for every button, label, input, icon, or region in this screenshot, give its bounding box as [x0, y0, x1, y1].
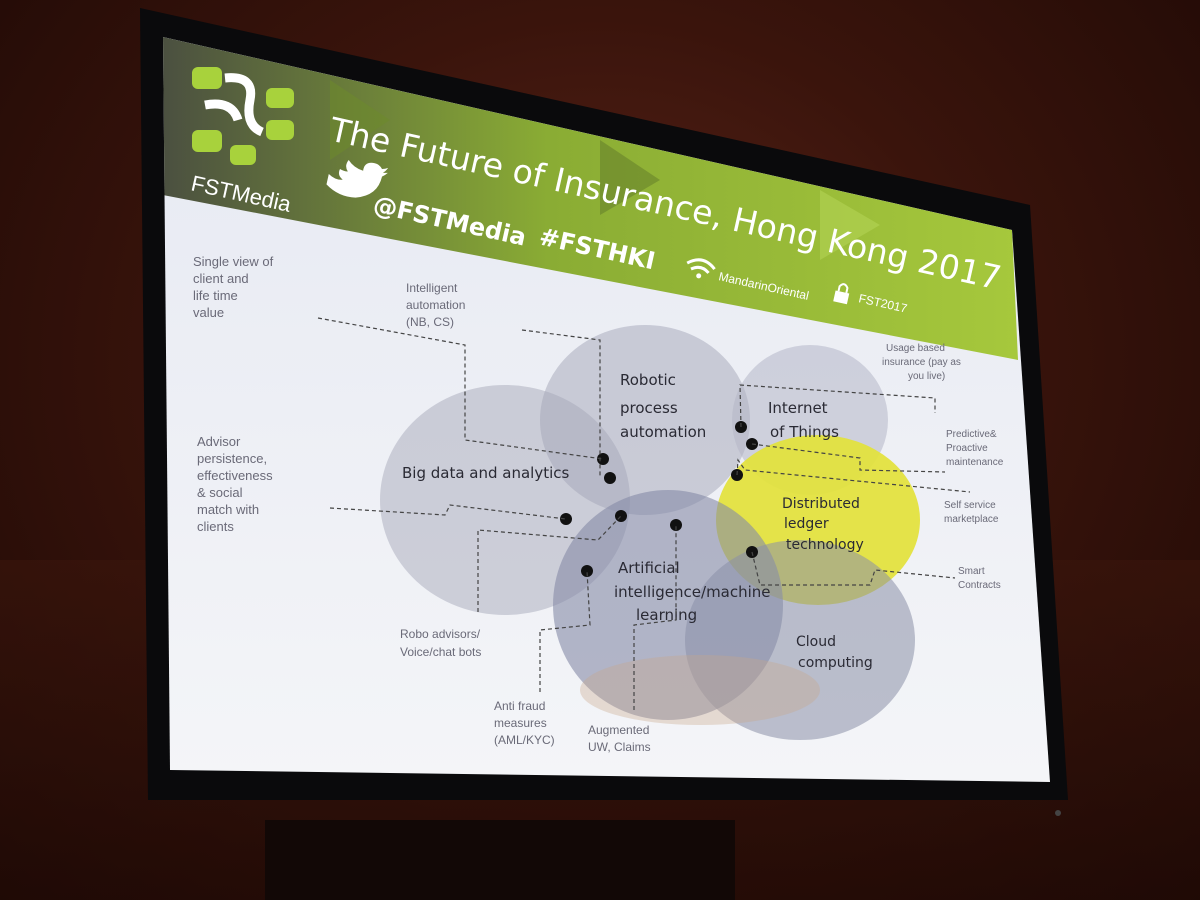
city-lights-reflection	[580, 655, 820, 725]
callout-robo-advisors: Robo advisors/ Voice/chat bots	[400, 627, 483, 659]
monitor-stand	[265, 820, 735, 900]
callout-smart-contracts: Smart Contracts	[958, 566, 1001, 591]
leader-lines	[317, 317, 971, 710]
connector-dot	[581, 565, 593, 577]
dlt-label: Distributed ledger technology	[782, 496, 864, 553]
connector-dot	[615, 510, 627, 522]
big-data-label: Big data and analytics	[402, 464, 570, 482]
connector-dot	[670, 519, 682, 531]
iot-label: Internet of Things	[768, 399, 839, 441]
connector-dot	[597, 453, 609, 465]
rpa-label: Robotic process automation	[620, 371, 706, 441]
twitter-icon	[326, 159, 389, 198]
header-triangles	[820, 190, 880, 260]
connector-dot	[604, 472, 616, 484]
header-triangles	[330, 80, 390, 160]
callout-intelligent-automation: Intelligent automation (NB, CS)	[406, 281, 469, 329]
callout-predictive: Predictive& Proactive maintenance	[946, 429, 1004, 468]
cloud-circle	[685, 540, 915, 740]
callout-augmented: Augmented UW, Claims	[588, 723, 653, 754]
callout-single-view: Single view of client and life time valu…	[193, 254, 277, 320]
lock-icon	[833, 283, 850, 305]
callout-usage-based: Usage based insurance (pay as you live)	[882, 343, 964, 382]
cloud-label: Cloud computing	[796, 634, 873, 671]
fstmedia-logo	[192, 67, 294, 165]
callout-self-service: Self service marketplace	[944, 500, 999, 525]
callout-anti-fraud: Anti fraud measures (AML/KYC)	[494, 699, 555, 747]
power-led	[1055, 810, 1061, 816]
header-triangles	[600, 140, 660, 215]
rpa-circle	[540, 325, 750, 515]
callout-advisor: Advisor persistence, effectiveness & soc…	[197, 434, 276, 534]
ai-label: Artificial intelligence/machine learning	[614, 559, 775, 624]
connector-dot	[560, 513, 572, 525]
connector-dots	[560, 421, 758, 577]
wifi-icon	[686, 258, 716, 279]
